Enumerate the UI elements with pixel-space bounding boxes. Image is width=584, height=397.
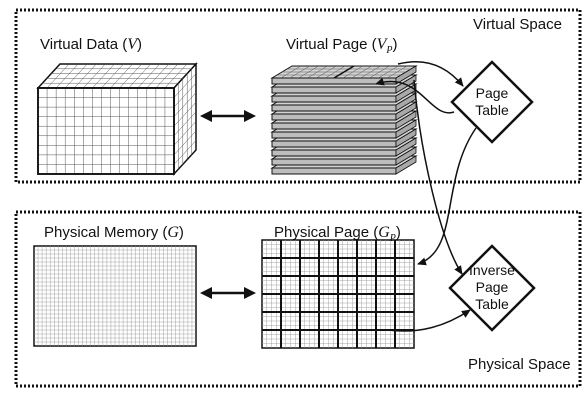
virtual-page-close: ) <box>392 36 398 53</box>
page-table-diamond <box>450 60 534 144</box>
physical-page-text: Physical Page ( <box>274 224 379 241</box>
virtual-data-symbol: V <box>127 36 138 53</box>
virtual-page-subscript: P <box>386 45 393 56</box>
arrow-page-to-inverse-table <box>413 79 463 275</box>
physical-page-subscript: P <box>389 233 396 244</box>
virtual-data-close: ) <box>137 36 143 53</box>
page-table-line2: Table <box>475 102 509 118</box>
physical-page-close: ) <box>395 224 401 241</box>
inverse-page-table-line1: Inverse <box>469 262 515 278</box>
physical-memory-label: Physical Memory (G) <box>44 224 184 242</box>
arrow-physical-page-to-inverse-table <box>387 309 471 332</box>
physical-memory-text: Physical Memory ( <box>44 224 168 241</box>
physical-page-symbol: G <box>378 224 390 241</box>
arrow-table-to-page <box>375 77 455 114</box>
virtual-page-text: Virtual Page ( <box>286 36 377 53</box>
physical-memory-close: ) <box>178 224 184 241</box>
physical-memory-symbol: G <box>167 224 179 241</box>
arrow-table-to-physical-page <box>417 127 477 266</box>
inverse-page-table-label: Inverse Page Table <box>455 262 529 313</box>
virtual-data-cuboid <box>36 62 198 176</box>
virtual-space-frame <box>14 8 582 184</box>
physical-space-label: Physical Space <box>468 356 571 373</box>
virtual-space-label: Virtual Space <box>473 16 562 33</box>
arrow-page-to-table <box>397 60 464 87</box>
inverse-page-table-line2: Page <box>475 279 509 295</box>
inverse-page-table-diamond <box>448 244 536 332</box>
physical-page-grid <box>261 239 415 349</box>
virtual-data-label: Virtual Data (V) <box>40 36 142 54</box>
inverse-page-table-line3: Table <box>475 296 509 312</box>
virtual-data-text: Virtual Data ( <box>40 36 128 53</box>
double-arrow-physical <box>200 287 256 299</box>
physical-space-frame <box>14 210 582 388</box>
page-table-line1: Page <box>475 85 509 101</box>
double-arrow-virtual <box>200 110 256 122</box>
physical-page-label: Physical Page (GP) <box>274 224 401 248</box>
virtual-page-label: Virtual Page (VP) <box>286 36 398 60</box>
page-table-label: Page Table <box>457 85 527 119</box>
physical-memory-grid <box>33 245 197 347</box>
virtual-page-symbol: V <box>376 36 387 53</box>
